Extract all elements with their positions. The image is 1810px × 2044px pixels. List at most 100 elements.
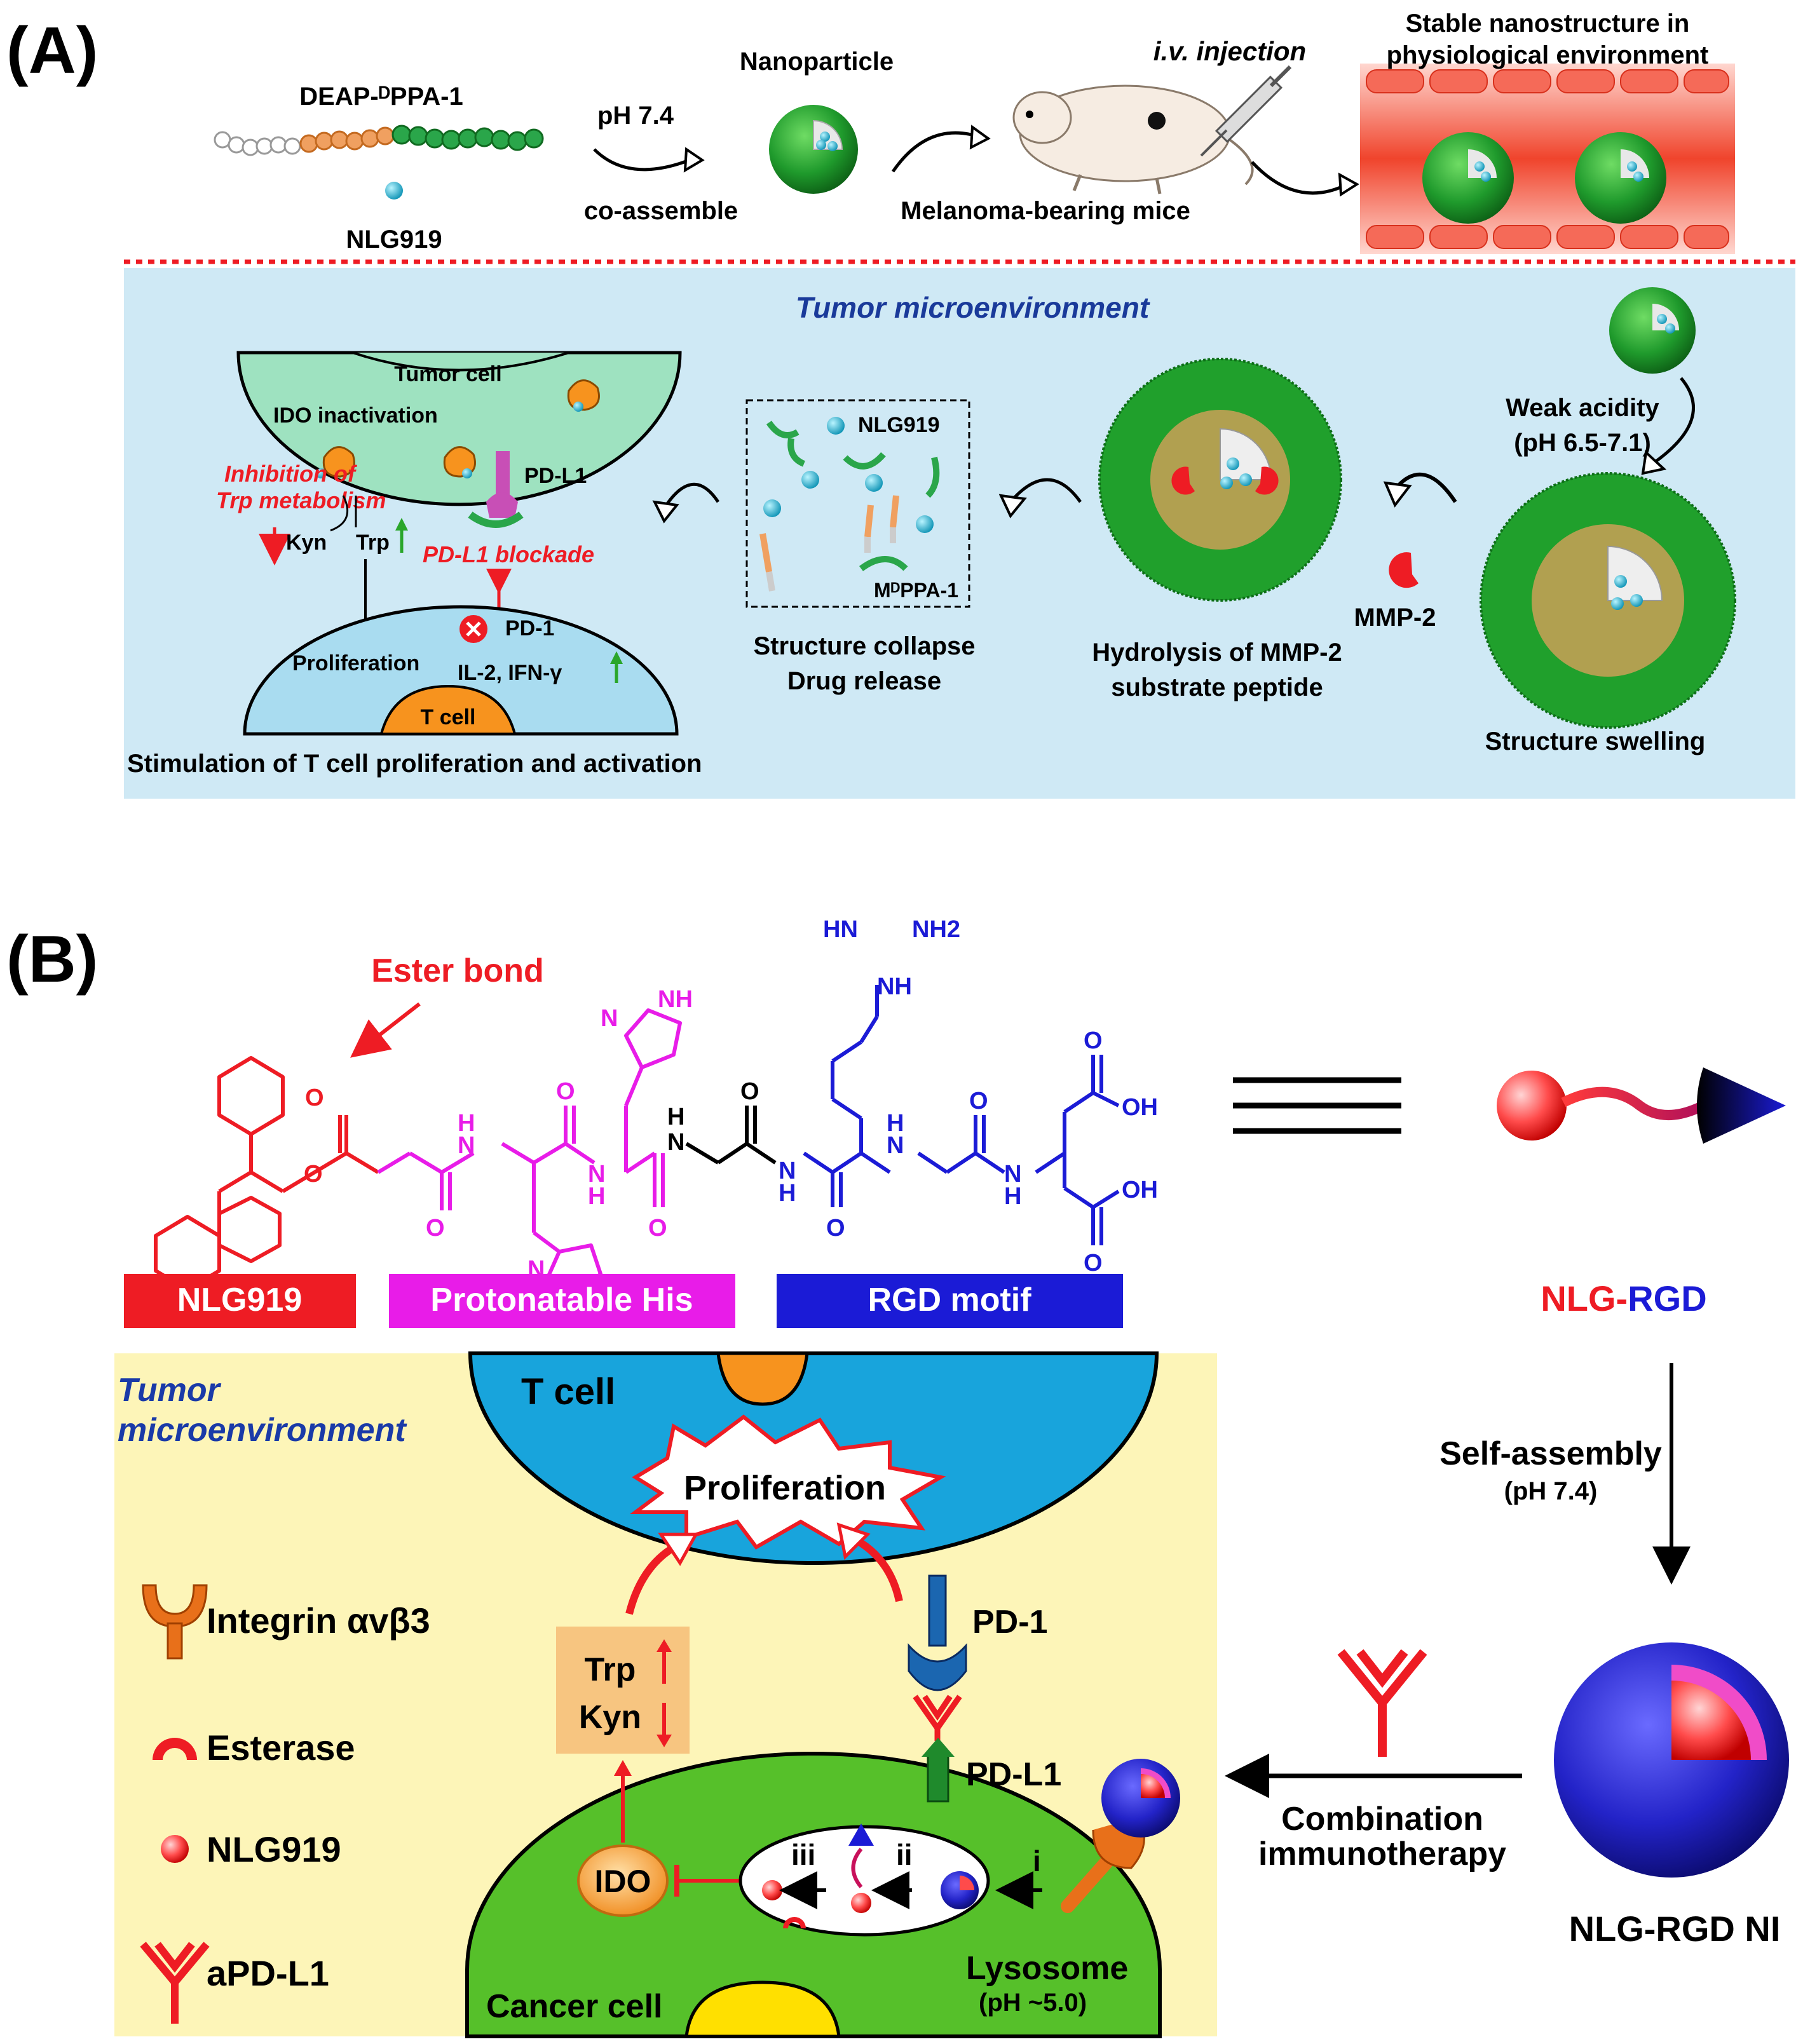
pdl1-label-a: PD-L1 [524,464,587,488]
legend-esterase-label: Esterase [207,1728,355,1768]
step-i-label: i [1033,1844,1041,1878]
hydrolysis-label-2: substrate peptide [1111,673,1323,701]
syringe-icon [1200,65,1292,157]
cytokine-up-arrowhead [610,651,623,664]
legend-box-his-label: Protonatable His [430,1282,693,1318]
self-assembly-ph: (pH 7.4) [1504,1477,1598,1505]
pd1-label-a: PD-1 [505,616,554,640]
injection-label: i.v. injection [1153,36,1306,66]
legend-box-nlg919 [124,1274,356,1328]
legend-box-rgd [777,1274,1123,1328]
mice-label: Melanoma-bearing mice [901,197,1190,225]
atom-o-6: O [740,1078,759,1105]
atom-o-1: O [305,1085,324,1111]
t-cell-shape-a [243,605,679,736]
swelling-label: Structure swelling [1485,728,1706,755]
blockade-wedge [486,569,512,594]
injection-arrow [891,131,979,173]
atom-h-1: H [458,1110,475,1137]
stimulation-label: Stimulation of T cell proliferation and … [127,750,702,778]
hydrolysis-particle-icon [1098,358,1342,602]
vessel-arrow [1251,161,1349,195]
lysosome-label: Lysosome [966,1950,1128,1987]
t-cell-label-a: T cell [421,705,476,729]
atom-nh-1: NH [658,986,693,1013]
polymer-chain-icon [214,125,544,156]
tumor-cell-label: Tumor cell [394,362,501,386]
kyn-curve [330,495,349,532]
tme-title-b-1: Tumor [118,1372,222,1409]
step-ii-label: ii [896,1838,913,1871]
antibody-icon-large [1337,1649,1427,1757]
legend-box-rgd-label: RGD motif [868,1282,1031,1318]
atom-o-2: O [304,1161,323,1188]
atom-h-2: H [588,1183,605,1210]
legend-nlg919-icon [161,1835,189,1863]
inhibition-label-1: Inhibition of [224,461,357,487]
injection-arrowhead [969,125,991,150]
blood-vessel-icon [1360,64,1735,254]
chemical-structure [154,985,1120,1311]
stable-label-2: physiological environment [1387,41,1709,69]
atom-oh-2: OH [1122,1177,1158,1203]
atom-nh-3: NH [877,973,912,1000]
pd1-receptor-icon [908,1574,967,1691]
proliferation-label-a: Proliferation [292,651,419,675]
combination-label-2: immunotherapy [1258,1836,1506,1872]
atom-o-9: O [1084,1027,1103,1054]
panel-b-letter: (B) [6,923,98,996]
tumor-nucleus-edge [352,351,569,372]
weak-acidity-label-1: Weak acidity [1506,394,1659,422]
cancer-cell-label: Cancer cell [486,1988,663,2025]
ph-label: pH 7.4 [597,102,674,130]
kyn-label-b: Kyn [579,1699,641,1736]
legend-box-his [389,1274,735,1328]
atom-o-5: O [648,1215,667,1242]
atom-oh-1: OH [1122,1094,1158,1121]
t-cell-nucleus [379,684,517,735]
atom-h-5: H [887,1110,904,1137]
atom-hn: HN [823,916,858,943]
nlg919-molecule-icon [385,182,403,200]
atom-n-8: N [1004,1161,1021,1188]
legend-esterase-icon [153,1738,197,1760]
legend-apdl1-icon [140,1942,210,2024]
drug-release-box [745,399,970,608]
proliferation-burst-icon [630,1414,946,1550]
atom-o-7: O [826,1215,845,1242]
blocked-x-cross [466,621,481,637]
lysosome-ph-label: (pH ~5.0) [979,1989,1087,2017]
nlg-rgd-ni-sphere-icon [1554,1642,1789,1878]
cancer-nucleus [684,1980,841,2038]
stable-label-1: Stable nanostructure in [1406,10,1690,37]
legend-integrin-icon [142,1584,208,1660]
pdl1-label-b: PD-L1 [966,1756,1061,1793]
collapse-label-2: Drug release [787,667,941,695]
atom-o-4: O [556,1078,575,1105]
ido-to-trp-arrowhead [614,1760,632,1776]
atom-n-2: N [588,1161,605,1188]
nlg919-label-box: NLG919 [858,413,940,437]
coassemble-arrowhead [683,147,705,173]
legend-integrin-label: Integrin αvβ3 [207,1601,430,1641]
equivalence-icon [1233,1077,1401,1134]
tme-title-b-2: microenvironment [118,1412,407,1449]
t-cell-nucleus-b [716,1351,809,1406]
atom-n-5: N [667,1129,684,1156]
ido-enzyme-b-icon [577,1844,669,1917]
pdl1-receptor-stem [927,1752,949,1803]
hollow-arrow-3 [1383,472,1457,508]
integrin-bound-nanoparticle-icon [1061,1759,1180,1913]
vessel-arrowhead [1338,172,1359,197]
swollen-particle-icon [1480,472,1736,729]
panel-a-letter: (A) [6,14,98,88]
coassemble-arrow [593,148,693,172]
atom-o-8: O [969,1088,988,1114]
step-iii-label: iii [791,1838,815,1871]
pdl1-receptor-icon [468,451,524,528]
trp-up-arrowhead [395,518,408,531]
pdl1-blockade-label: PD-L1 blockade [423,541,594,567]
weak-acidity-label-2: (pH 6.5-7.1) [1514,429,1651,457]
atom-h-3: H [667,1104,684,1130]
kyn-down-arrowhead-b [657,1735,672,1747]
